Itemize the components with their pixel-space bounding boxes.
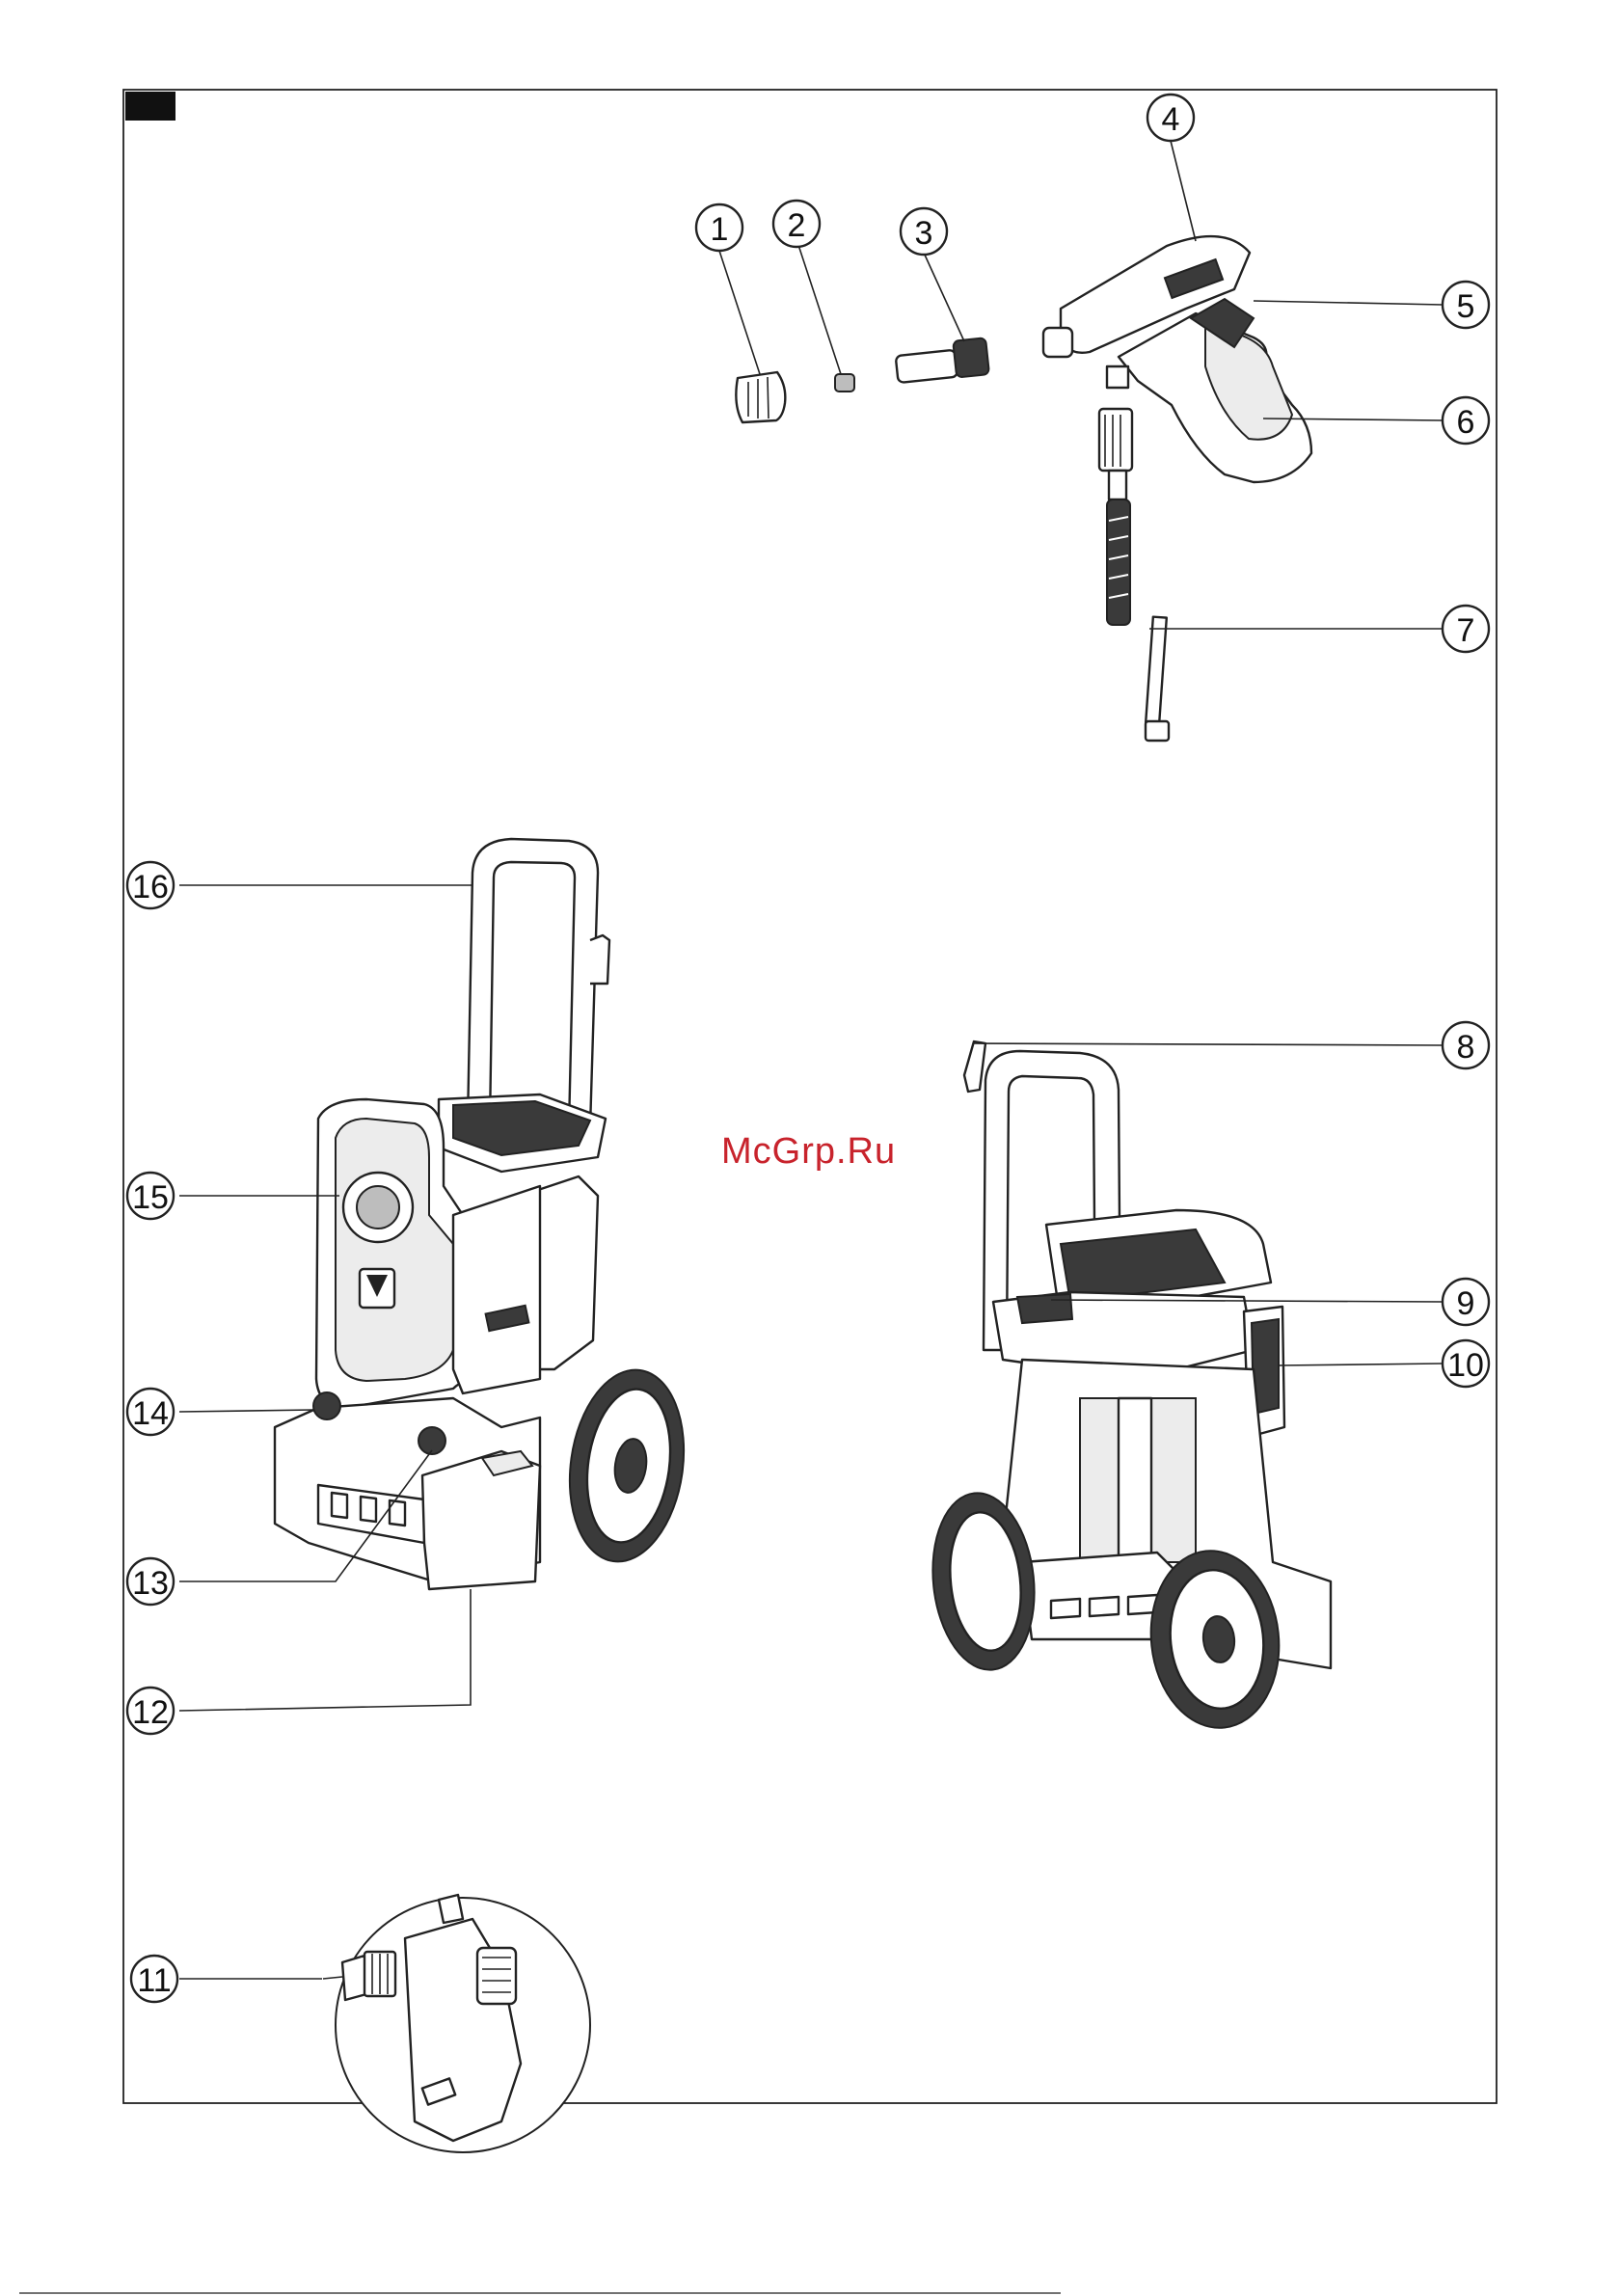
callout-15: 15 (127, 1173, 174, 1219)
callout-2: 2 (773, 201, 820, 247)
callout-13-label: 13 (132, 1565, 169, 1602)
diagram-frame (123, 90, 1497, 2103)
callout-11-label: 11 (137, 1962, 171, 1999)
callout-9: 9 (1443, 1279, 1489, 1325)
callout-16: 16 (127, 862, 174, 908)
callout-1: 1 (696, 204, 742, 251)
callout-4: 4 (1147, 95, 1194, 141)
pressure-washer-rear-view (925, 1041, 1331, 1734)
callout-6: 6 (1443, 397, 1489, 444)
nozzle-cap-part (736, 372, 785, 422)
callout-14: 14 (127, 1389, 174, 1435)
callout-12: 12 (127, 1688, 174, 1734)
callout-1-label: 1 (711, 211, 729, 248)
callout-14-label: 14 (132, 1395, 169, 1432)
callout-7-label: 7 (1457, 612, 1475, 649)
callout-9-label: 9 (1457, 1285, 1475, 1322)
nozzle-insert-part (835, 374, 854, 392)
callout-10-label: 10 (1447, 1347, 1484, 1384)
spray-gun-part (1043, 236, 1311, 482)
callout-12-label: 12 (132, 1694, 169, 1731)
callout-15-label: 15 (132, 1179, 169, 1216)
callout-16-label: 16 (132, 869, 169, 905)
pressure-washer-front-view (275, 839, 695, 1589)
spray-lance-part (1099, 409, 1169, 741)
callout-11: 11 (131, 1956, 177, 2002)
callout-7: 7 (1443, 606, 1489, 652)
water-inlet-detail-view (323, 1895, 590, 2152)
callout-6-label: 6 (1457, 404, 1475, 441)
watermark-text: McGrp.Ru (721, 1131, 896, 1172)
callout-5: 5 (1443, 282, 1489, 328)
callout-3-label: 3 (915, 215, 933, 252)
callout-3: 3 (901, 208, 947, 255)
callout-10: 10 (1443, 1340, 1489, 1387)
callout-8: 8 (1443, 1022, 1489, 1068)
callout-13: 13 (127, 1558, 174, 1605)
callout-4-label: 4 (1162, 101, 1180, 138)
callout-5-label: 5 (1457, 288, 1475, 325)
figure-marker (125, 92, 175, 121)
callout-8-label: 8 (1457, 1029, 1475, 1066)
callout-2-label: 2 (788, 207, 806, 244)
spray-lance-extension-part (896, 338, 989, 383)
